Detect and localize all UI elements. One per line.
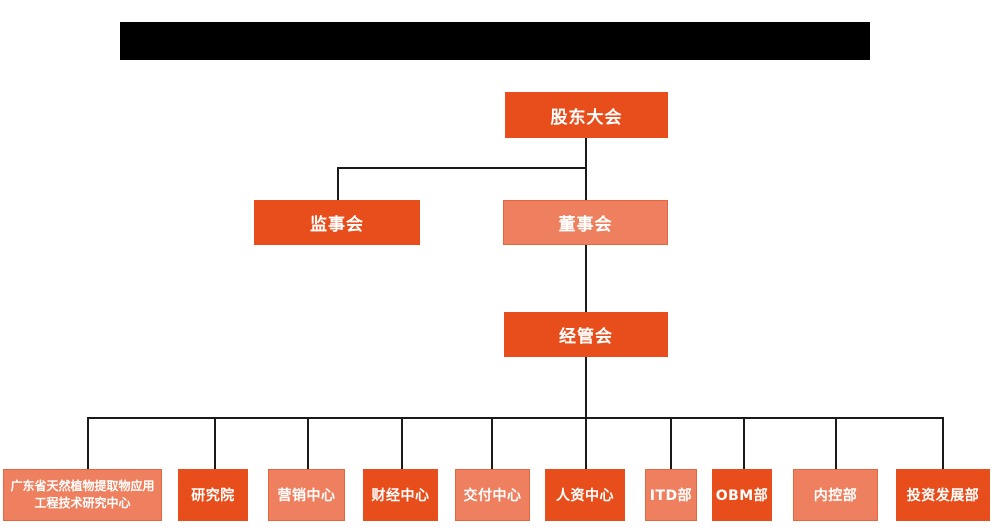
- connector-drop-dept-1: [87, 417, 89, 469]
- org-node-label: 董事会: [558, 215, 613, 235]
- org-node-shareholders-meeting: 股东大会: [505, 92, 668, 138]
- redacted-title-bar: [120, 22, 870, 60]
- org-node-finance-center: 财经中心: [363, 469, 438, 521]
- connector-shareholders-to-board: [585, 138, 587, 200]
- org-node-investment-development-department: 投资发展部: [896, 469, 990, 521]
- connector-drop-dept-4: [401, 417, 403, 469]
- org-node-supervisory-board: 监事会: [254, 200, 420, 245]
- connector-management-to-trunk: [585, 357, 587, 469]
- org-node-label: 广东省天然植物提取物应用工程技术研究中心: [10, 479, 155, 510]
- org-node-label: 人资中心: [556, 488, 614, 504]
- org-node-hr-center: 人资中心: [545, 469, 625, 521]
- org-node-management-committee: 经管会: [504, 312, 668, 357]
- org-node-internal-control-department: 内控部: [793, 469, 878, 521]
- connector-branch-supervisory: [337, 167, 587, 169]
- connector-drop-dept-3: [307, 417, 309, 469]
- connector-drop-dept-7: [670, 417, 672, 469]
- connector-drop-dept-5: [491, 417, 493, 469]
- org-node-itd-department: ITD部: [645, 469, 697, 521]
- org-node-label: 内控部: [813, 488, 858, 504]
- org-node-label: 投资发展部: [906, 488, 980, 504]
- org-node-label: 监事会: [310, 215, 364, 235]
- connector-board-to-management: [585, 245, 587, 312]
- org-node-label: 交付中心: [463, 488, 522, 504]
- org-node-label: OBM部: [715, 488, 769, 504]
- connector-trunk: [87, 417, 944, 419]
- org-node-obm-department: OBM部: [712, 469, 772, 521]
- org-node-label: 营销中心: [277, 488, 336, 504]
- connector-drop-dept-2: [214, 417, 216, 469]
- connector-drop-supervisory: [337, 167, 339, 200]
- org-node-label: 财经中心: [371, 488, 430, 504]
- connector-drop-dept-8: [743, 417, 745, 469]
- org-node-board-of-directors: 董事会: [503, 200, 668, 245]
- org-node-research-institute: 研究院: [178, 469, 248, 521]
- org-node-research-center: 广东省天然植物提取物应用工程技术研究中心: [3, 469, 162, 521]
- org-node-label: 股东大会: [550, 107, 623, 128]
- org-node-delivery-center: 交付中心: [455, 469, 530, 521]
- connector-drop-dept-9: [835, 417, 837, 469]
- connector-drop-dept-10: [942, 417, 944, 469]
- org-node-label: 经管会: [559, 327, 613, 347]
- org-node-marketing-center: 营销中心: [268, 469, 345, 521]
- org-node-label: 研究院: [191, 488, 235, 504]
- org-node-label: ITD部: [649, 488, 693, 504]
